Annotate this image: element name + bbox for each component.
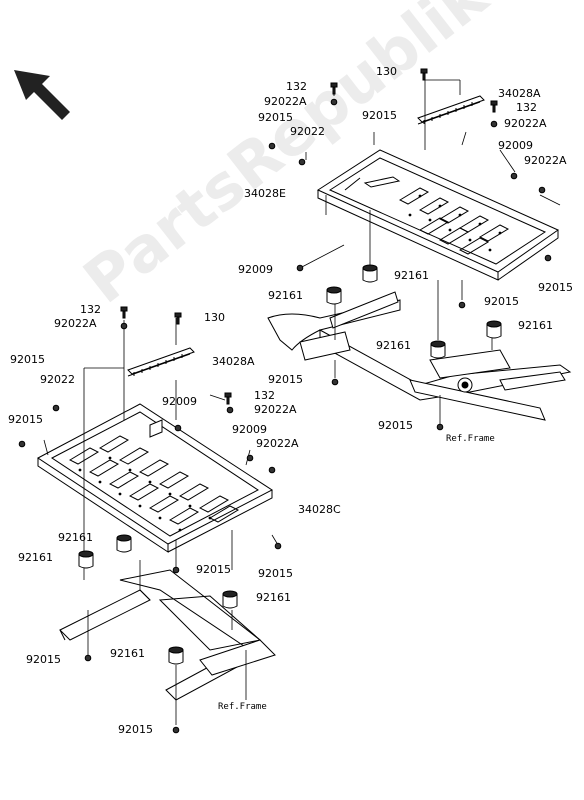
part-label-92015: 92015 [258,567,293,580]
part-label-92161: 92161 [110,647,145,660]
part-label-92161: 92161 [518,319,553,332]
part-label-92022: 92022 [290,125,325,138]
part-label-92015: 92015 [8,413,43,426]
part-label-132: 132 [286,80,307,93]
part-label-92022A: 92022A [504,117,547,130]
part-label-92161: 92161 [256,591,291,604]
part-label-92009: 92009 [162,395,197,408]
part-label-92015: 92015 [538,281,573,294]
part-label-132: 132 [80,303,101,316]
front-direction-arrow-icon [14,70,70,120]
rear-carrier-assembly [267,68,572,431]
part-label-92015: 92015 [26,653,61,666]
part-label-92022A: 92022A [54,317,97,330]
part-label-92022A: 92022A [254,403,297,416]
part-label-92015: 92015 [118,723,153,736]
part-label-92022A: 92022A [256,437,299,450]
part-label-34028A: 34028A [498,87,541,100]
ref-frame-label: Ref.Frame [446,434,495,444]
part-label-92009: 92009 [498,139,533,152]
part-label-92015: 92015 [268,373,303,386]
part-label-130: 130 [204,311,225,324]
part-label-92022A: 92022A [524,154,567,167]
part-label-132: 132 [254,389,275,402]
front-carrier-assembly [18,306,282,734]
part-label-92022A: 92022A [264,95,307,108]
part-label-34028E: 34028E [244,187,286,200]
part-label-34028C: 34028C [298,503,341,516]
part-label-92009: 92009 [238,263,273,276]
part-label-92015: 92015 [10,353,45,366]
part-label-92015: 92015 [362,109,397,122]
ref-frame-label: Ref.Frame [218,702,267,712]
part-label-92161: 92161 [18,551,53,564]
part-label-34028A: 34028A [212,355,255,368]
part-label-92009: 92009 [232,423,267,436]
part-label-92161: 92161 [376,339,411,352]
part-label-132: 132 [516,101,537,114]
part-label-92015: 92015 [484,295,519,308]
part-label-92015: 92015 [258,111,293,124]
part-label-92161: 92161 [58,531,93,544]
part-label-130: 130 [376,65,397,78]
part-label-92015: 92015 [196,563,231,576]
part-label-92022: 92022 [40,373,75,386]
part-label-92161: 92161 [268,289,303,302]
part-label-92015: 92015 [378,419,413,432]
part-label-92161: 92161 [394,269,429,282]
